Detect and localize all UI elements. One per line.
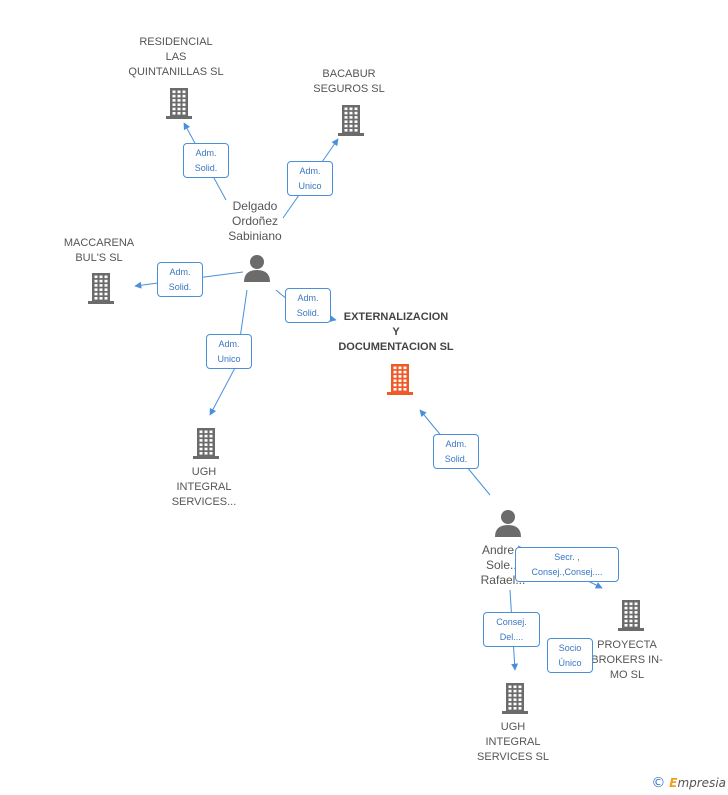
building-icon [193, 428, 219, 459]
company-label-maccarena[interactable]: MACCARENA BUL'S SL [63, 237, 135, 264]
edge-label-2[interactable]: Adm. Solid. [157, 262, 203, 297]
edge-label-7[interactable]: Consej. Del.... [483, 612, 540, 647]
building-icon [618, 600, 644, 631]
company-label-ugh1[interactable]: UGH INTEGRAL SERVICES... [171, 466, 237, 508]
company-label-ugh2[interactable]: UGH INTEGRAL SERVICES SL [477, 721, 549, 763]
edge-label-5[interactable]: Adm. Solid. [433, 434, 479, 469]
person-label-delgado[interactable]: Delgado Ordoñez Sabiniano [228, 199, 282, 243]
brand-initial: E [669, 776, 678, 790]
building-icon [338, 105, 364, 136]
edge-label-3[interactable]: Adm. Solid. [285, 288, 331, 323]
company-label-proyecta[interactable]: PROYECTA BROKERS IN- MO SL [591, 639, 663, 681]
company-label-externalizacion[interactable]: EXTERNALIZACION Y DOCUMENTACION SL [338, 311, 454, 353]
footer-brand: © Empresia [651, 775, 726, 791]
person-icon [495, 510, 521, 537]
building-icon [88, 273, 114, 304]
person-label-andres[interactable]: Andre... Sole... Rafael... [480, 543, 526, 587]
edge-label-1[interactable]: Adm. Unico [287, 161, 333, 196]
edge-label-0[interactable]: Adm. Solid. [183, 143, 229, 178]
edge-label-4[interactable]: Adm. Unico [206, 334, 252, 369]
edge-label-8[interactable]: Socio Único [547, 638, 593, 673]
building-icon [387, 364, 413, 395]
edge-label-6[interactable]: Secr. , Consej.,Consej.... [515, 547, 619, 582]
person-icon [244, 255, 270, 282]
building-icon [502, 683, 528, 714]
company-label-bacabur[interactable]: BACABUR SEGUROS SL [313, 68, 385, 95]
building-icon [166, 88, 192, 119]
brand-rest: mpresia [677, 776, 726, 790]
company-label-residencial[interactable]: RESIDENCIAL LAS QUINTANILLAS SL [128, 36, 224, 78]
copyright-icon: © [651, 775, 666, 791]
